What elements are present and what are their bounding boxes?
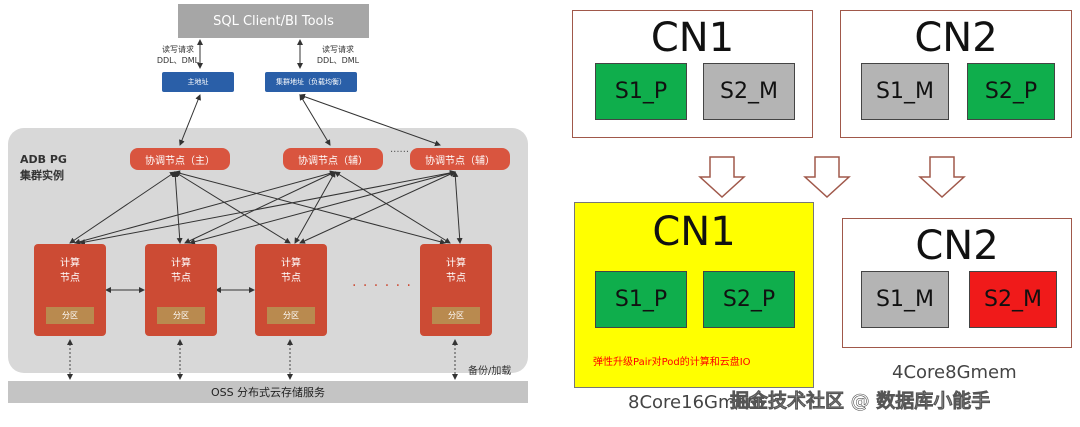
cn-title: CN1 [650, 15, 735, 61]
compute-node: 计算 节点 分区 [34, 244, 106, 336]
shard-s1: S1_M [861, 63, 949, 120]
cn1-spec: 8Core16Gmem [628, 392, 765, 413]
cluster-label: ADB PG 集群实例 [20, 153, 67, 182]
cn2-bottom-box: CN2 S1_M S2_M [842, 218, 1072, 348]
partition-box: 分区 [432, 307, 480, 324]
compute-node-label: 计算 节点 [171, 258, 191, 284]
shard-s1: S1_M [861, 271, 949, 328]
partition-box: 分区 [157, 307, 205, 324]
request-label-line: 读写请求 [322, 45, 354, 54]
down-arrow-icon [918, 156, 966, 199]
shard-s2: S2_M [969, 271, 1057, 328]
partition-box: 分区 [46, 307, 94, 324]
connection-lines [67, 39, 463, 380]
sql-client-box: SQL Client/BI Tools [178, 4, 369, 38]
cn-title: CN1 [652, 209, 736, 255]
cluster-address-box: 集群地址（负载均衡） [265, 72, 357, 92]
request-label-line: DDL、DML [156, 56, 200, 65]
shard-s2: S2_P [703, 271, 795, 328]
shard-s1: S1_P [595, 271, 687, 328]
shard-s2: S2_P [967, 63, 1055, 120]
coordinator-ellipsis: ······ [390, 147, 410, 158]
request-label-master: 读写请求 DDL、DML [148, 44, 208, 66]
coordinator-aux: 协调节点（辅） [410, 148, 510, 170]
compute-node-label: 计算 节点 [281, 258, 301, 284]
compute-node: 计算 节点 分区 [255, 244, 327, 336]
coordinator-aux: 协调节点（辅） [283, 148, 383, 170]
compute-node-label: 计算 节点 [446, 258, 466, 284]
down-arrows [698, 156, 966, 199]
shard-s1: S1_P [595, 63, 687, 120]
cn1-upgraded-box: CN1 S1_P S2_P 弹性升级Pair对Pod的计算和云盘IO [574, 202, 814, 388]
partition-box: 分区 [267, 307, 315, 324]
master-address-box: 主地址 [162, 72, 234, 92]
request-label-line: 读写请求 [162, 45, 194, 54]
cn1-top-box: CN1 S1_P S2_M [572, 10, 813, 138]
compute-node: 计算 节点 分区 [420, 244, 492, 336]
oss-storage-bar: OSS 分布式云存储服务 [8, 381, 528, 403]
upgrade-note: 弹性升级Pair对Pod的计算和云盘IO [593, 357, 751, 368]
request-label-line: DDL、DML [316, 56, 360, 65]
shard-s2: S2_M [703, 63, 795, 120]
coordinator-master: 协调节点（主） [130, 148, 230, 170]
cn-title: CN2 [915, 223, 999, 269]
watermark-text: 掘金技术社区 @ 数据库小能手 [730, 390, 991, 413]
request-label-cluster: 读写请求 DDL、DML [308, 44, 368, 66]
down-arrow-icon [698, 156, 746, 199]
compute-node-label: 计算 节点 [60, 258, 80, 284]
cn2-spec: 4Core8Gmem [892, 362, 1017, 383]
backup-label: 备份/加载 [468, 366, 512, 377]
compute-ellipsis: · · · · · · [352, 278, 412, 294]
compute-node: 计算 节点 分区 [145, 244, 217, 336]
down-arrow-icon [803, 156, 851, 199]
cn-title: CN2 [914, 15, 998, 61]
cn2-top-box: CN2 S1_M S2_P [840, 10, 1072, 138]
